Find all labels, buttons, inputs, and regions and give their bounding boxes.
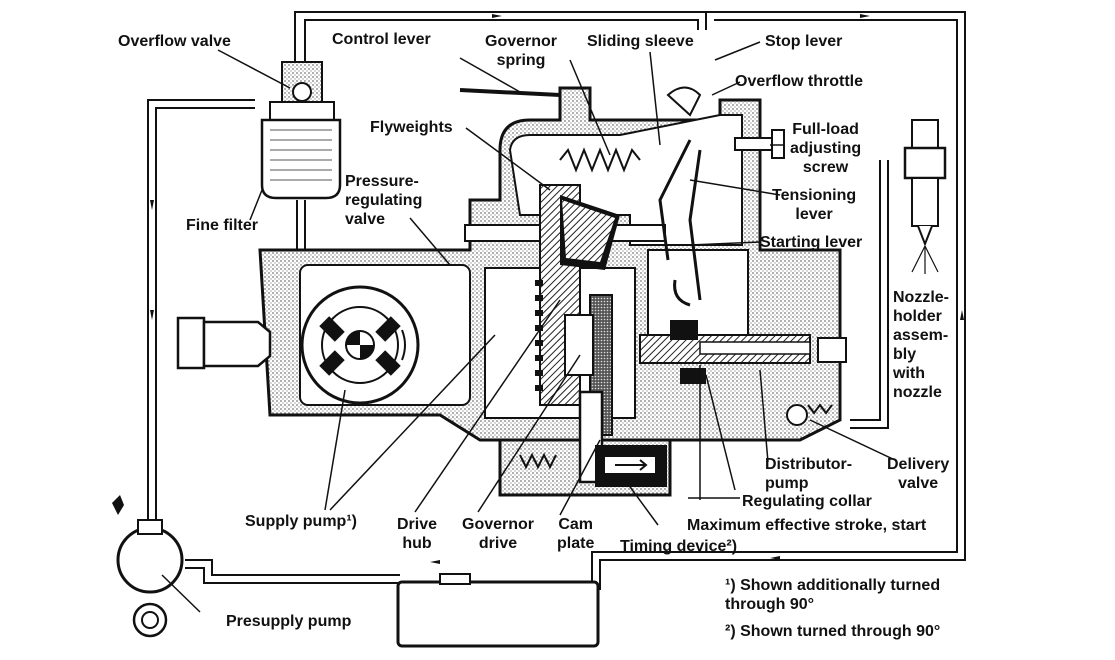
label-sliding-sleeve: Sliding sleeve: [587, 33, 694, 50]
supply-pump-rotor: [300, 285, 420, 405]
label-delivery-valve: Delivery valve: [887, 456, 950, 492]
label-presupply-pump: Presupply pump: [226, 613, 352, 630]
leader-lines: [161, 41, 896, 613]
label-tensioning-lever: Tensioning lever: [772, 187, 857, 223]
footnote-2: ²) Shown turned through 90°: [725, 623, 941, 640]
label-flyweights: Flyweights: [370, 119, 453, 136]
label-control-lever: Control lever: [332, 31, 431, 48]
label-cam-plate: Cam plate: [557, 516, 595, 552]
label-nozzle-holder: Nozzle- holder assem- bly with nozzle: [893, 289, 949, 401]
distributor-plunger: [639, 320, 847, 384]
delivery-valve-part: [786, 403, 833, 426]
label-fine-filter: Fine filter: [186, 217, 259, 234]
label-governor-spring: Governor spring: [485, 33, 558, 69]
full-load-screw-part: [734, 129, 785, 159]
timing-device-part: [595, 445, 667, 487]
fuel-lines: [147, 11, 966, 590]
overflow-valve-assembly: [260, 61, 342, 200]
flow-arrows: [150, 14, 964, 564]
label-overflow-throttle: Overflow throttle: [735, 73, 864, 90]
flyweights: [560, 195, 620, 270]
label-drive-hub: Drive hub: [397, 516, 438, 552]
label-max-stroke: Maximum effective stroke, start: [687, 517, 927, 534]
label-supply-pump: Supply pump¹): [245, 513, 357, 530]
label-pressure-regulating-valve: Pressure- regulating valve: [345, 173, 423, 228]
label-full-load-screw: Full-load adjusting screw: [790, 121, 862, 176]
stop-lever-shape: [666, 86, 702, 117]
timing-spring: [519, 452, 557, 470]
fuel-tank: [396, 573, 600, 648]
inlet-fitting: [176, 316, 272, 370]
gear-teeth: [535, 280, 543, 391]
label-governor-drive: Governor drive: [462, 516, 535, 552]
label-regulating-collar: Regulating collar: [742, 493, 872, 510]
label-timing-device: Timing device²): [620, 538, 738, 555]
governor-spring-coil: [559, 147, 641, 173]
governor-levers: [658, 139, 702, 307]
label-stop-lever: Stop lever: [765, 33, 843, 50]
label-starting-lever: Starting lever: [760, 234, 863, 251]
presupply-pump-part: [112, 495, 184, 638]
label-distributor-pump: Distributor- pump: [765, 456, 853, 492]
nozzle-holder-part: [903, 119, 947, 274]
control-lever-bar: [459, 88, 561, 97]
label-overflow-valve: Overflow valve: [118, 33, 231, 50]
footnote-1: ¹) Shown additionally turned through 90°: [725, 577, 941, 613]
